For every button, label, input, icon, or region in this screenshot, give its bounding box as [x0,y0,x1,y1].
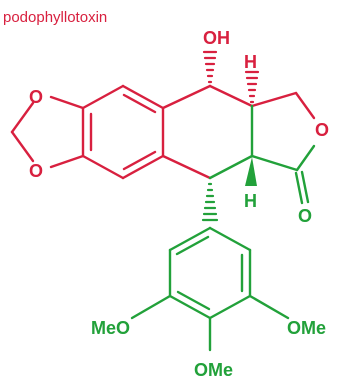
methoxy-right-label: OMe [287,318,326,338]
bond [81,154,125,180]
bond [300,170,310,204]
methoxy-left-label: MeO [91,318,130,338]
hydrogen-label-bottom: H [244,191,257,211]
green-fragment: H O MeO OMe OMe [91,104,326,380]
hashed-wedge [244,70,260,104]
molecule-title: podophyllotoxin [3,9,107,26]
bond [161,84,212,110]
bond [81,84,125,110]
bond [10,101,35,134]
methoxy-bottom-label: OMe [194,360,233,380]
oxygen-label-lactone: O [315,120,329,140]
bond [49,154,85,169]
bond [122,93,157,114]
bond [122,150,157,171]
bond [248,294,290,320]
bond [10,130,35,163]
red-fragment: OH H O O O [10,28,329,181]
bond [250,154,299,172]
carbonyl-oxygen-label: O [298,206,312,226]
bond [161,154,212,180]
bond [175,235,210,256]
bond [121,154,165,180]
hashed-wedge [201,182,219,222]
bond [208,84,254,108]
bond [208,154,254,180]
oxygen-label-dioxole-top: O [29,87,43,107]
bond [250,91,298,108]
hydroxyl-label: OH [203,28,230,48]
bond [168,294,212,320]
bond [295,144,316,172]
solid-wedge [245,157,257,186]
bond [121,84,165,110]
bond [294,91,316,120]
bond [130,294,172,320]
bond [49,95,85,110]
hydrogen-label-top: H [244,52,257,72]
bond [176,290,211,311]
bond [168,226,212,252]
oxygen-label-dioxole-bottom: O [29,161,43,181]
hashed-wedge [202,50,218,84]
bond [208,294,252,320]
bond [294,171,304,205]
bond [208,226,252,252]
